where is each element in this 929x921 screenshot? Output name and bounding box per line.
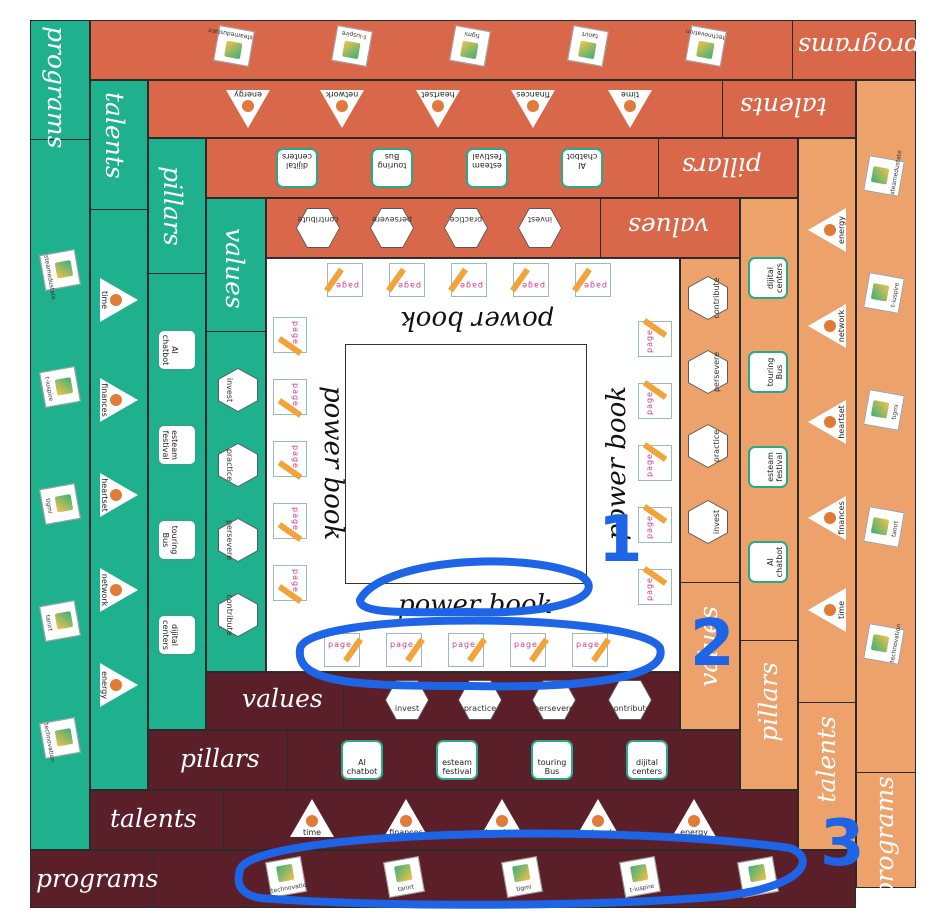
values-label-box-left: [206, 198, 266, 332]
flower-icon: [400, 815, 412, 827]
page-card-label: page: [328, 640, 352, 649]
talent-triangle-bottom-5: energy: [669, 797, 719, 841]
programs-label-box-bottom: [30, 850, 154, 908]
flower-icon: [592, 815, 604, 827]
talent-label: energy: [680, 828, 708, 837]
pillars-label-box-top: [658, 138, 798, 198]
talent-label: time: [302, 828, 322, 837]
page-card-label: page: [576, 640, 600, 649]
talent-label: finances: [389, 828, 423, 837]
pillar-card-bottom-1: AI chatbot: [341, 740, 383, 780]
value-label: contribute: [609, 704, 651, 713]
talent-triangle-bottom-2: finances: [381, 797, 431, 841]
programs-band-left: [30, 20, 90, 850]
pillars-label-box-bottom: [148, 730, 288, 790]
page-card-bottom-4: page: [510, 633, 549, 667]
pillar-card-bottom-3: touring Bus: [531, 740, 573, 780]
annotation-loop-2: [295, 616, 665, 691]
page-card-label: page: [514, 640, 538, 649]
annotation-loop-3: [234, 829, 807, 909]
talent-triangle-bottom-1: time: [287, 797, 337, 841]
programs-label-box-left: [30, 20, 90, 140]
page-card-bottom-2: page: [386, 633, 425, 667]
annotation-number-2: 2: [690, 607, 735, 681]
value-label: persevere: [533, 704, 575, 713]
pillar-label: touring Bus: [537, 758, 567, 776]
pillar-label: dijital centers: [632, 758, 662, 776]
page-card-bottom-5: page: [572, 633, 611, 667]
power-book-label-left: power book: [318, 386, 348, 541]
annotation-number-3: 3: [820, 807, 865, 881]
talents-label-box-bottom: [90, 790, 224, 850]
programs-label-box-top: [792, 20, 916, 80]
pillar-label: esteam festival: [442, 758, 472, 776]
programs-band-right: [856, 80, 916, 888]
talents-label-box-right: [798, 702, 856, 850]
values-label-box-bottom: [206, 672, 344, 730]
pillar-card-bottom-2: esteam festival: [436, 740, 478, 780]
programs-label-box-right: [856, 772, 916, 888]
pillar-label: AI chatbot: [346, 758, 378, 776]
annotation-loop-1: [355, 557, 593, 617]
talents-label-left: talents: [100, 92, 129, 179]
value-label: invest: [394, 704, 420, 713]
flower-icon: [496, 815, 508, 827]
flower-icon: [306, 815, 318, 827]
pillars-label-left: pillars: [158, 166, 187, 246]
annotation-number-1: 1: [598, 503, 643, 577]
pillars-label-box-left: [148, 138, 206, 274]
programs-label-bottom: programs: [36, 864, 159, 893]
pillars-label-bottom: pillars: [180, 744, 260, 773]
pillars-label-box-right: [740, 640, 798, 790]
page-card-label: page: [390, 640, 414, 649]
programs-label-left: programs: [42, 26, 71, 149]
talents-label-bottom: talents: [110, 804, 197, 833]
values-label-box-right: [680, 582, 740, 730]
power-book-center: [345, 344, 587, 584]
flower-icon: [688, 815, 700, 827]
talents-label-box-left: [90, 80, 148, 210]
talents-label-box-top: [722, 80, 856, 138]
page-card-bottom-3: page: [448, 633, 487, 667]
pillar-card-bottom-4: dijital centers: [626, 740, 668, 780]
page-card-bottom-1: page: [324, 633, 363, 667]
value-label: practice: [463, 704, 497, 713]
page-card-label: page: [452, 640, 476, 649]
values-label-left: values: [220, 228, 249, 309]
values-label-box-top: [600, 198, 740, 258]
values-label-bottom: values: [242, 684, 323, 713]
value-hexagon-bottom-4: contribute: [608, 680, 652, 720]
